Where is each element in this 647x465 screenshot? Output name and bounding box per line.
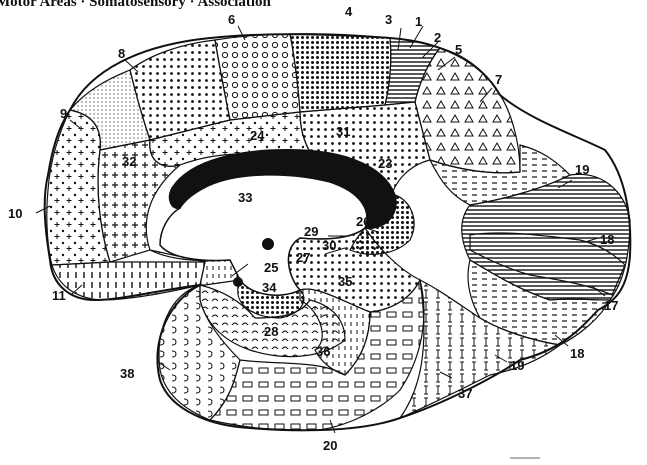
label-37: 37 [458,386,472,401]
label-28: 28 [264,324,278,339]
label-33: 33 [238,190,252,205]
label-10: 10 [8,206,22,221]
label-35: 35 [338,274,352,289]
area-6-region [215,34,300,120]
label-18-upper: 18 [600,232,614,247]
label-9: 9 [60,106,67,121]
label-6: 6 [228,12,235,27]
label-36: 36 [316,344,330,359]
label-11: 11 [52,288,66,303]
label-20: 20 [323,438,337,453]
label-19-lower: 19 [510,358,524,373]
label-18-lower: 18 [570,346,584,361]
label-31: 31 [336,124,350,139]
label-30: 30 [322,238,336,253]
cropped-heading-text: Motor Areas · Somatosensory · Associatio… [0,0,272,10]
label-3: 3 [385,12,392,27]
label-7: 7 [495,72,502,87]
label-32: 32 [122,154,136,169]
fornix-dot-upper [262,238,274,250]
label-19-upper: 19 [575,162,589,177]
label-25: 25 [264,260,278,275]
label-4: 4 [345,4,353,19]
label-34: 34 [262,280,277,295]
label-1: 1 [415,14,422,29]
label-17: 17 [604,298,618,313]
label-38: 38 [120,366,134,381]
label-26: 26 [356,214,370,229]
label-24: 24 [250,128,265,143]
label-2: 2 [434,30,441,45]
label-23: 23 [378,156,392,171]
label-8: 8 [118,46,125,61]
label-5: 5 [455,42,462,57]
label-27: 27 [296,250,310,265]
label-29: 29 [304,224,318,239]
area-7-region [415,48,520,173]
area-4-region [290,34,391,112]
